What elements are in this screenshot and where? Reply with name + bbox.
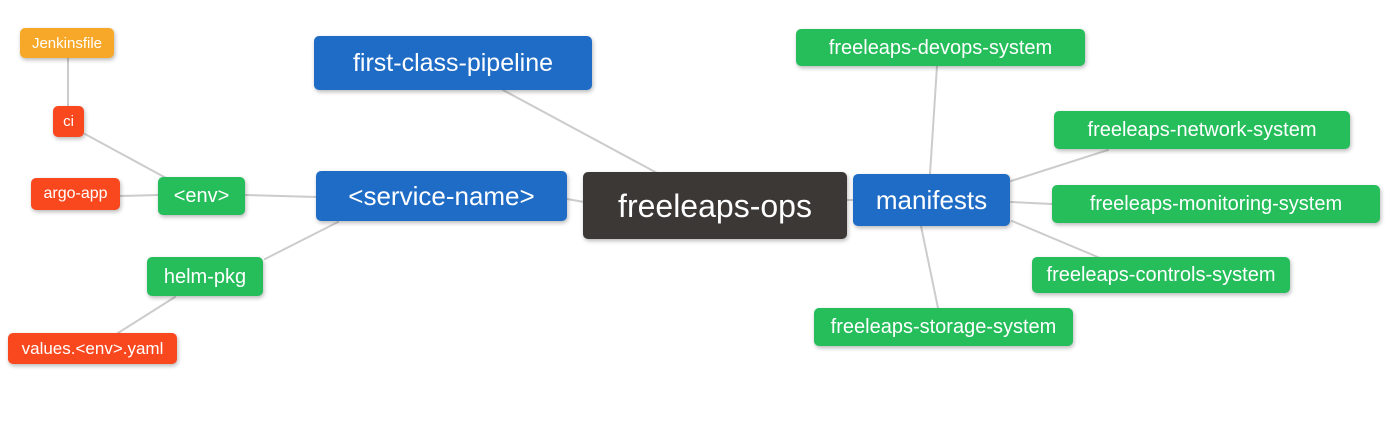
node-first-class-pipeline[interactable]: first-class-pipeline — [314, 36, 592, 90]
node-freeleaps-devops-system[interactable]: freeleaps-devops-system — [796, 29, 1085, 66]
node-freeleaps-network-system[interactable]: freeleaps-network-system — [1054, 111, 1350, 149]
node-freeleaps-monitoring-system[interactable]: freeleaps-monitoring-system — [1052, 185, 1380, 223]
node-jenkinsfile[interactable]: Jenkinsfile — [20, 28, 114, 58]
edge-env-service — [244, 194, 318, 198]
node-helm-pkg[interactable]: helm-pkg — [147, 257, 263, 296]
node-service-name[interactable]: <service-name> — [316, 171, 567, 221]
edge-values-helm-pkg — [117, 296, 176, 334]
edge-manifests-controls — [1011, 220, 1101, 259]
node-ci[interactable]: ci — [53, 106, 84, 137]
edge-ci-env — [84, 133, 167, 179]
edge-manifests-devops — [929, 65, 938, 175]
edge-manifests-network — [1010, 149, 1109, 182]
node-freeleaps-ops[interactable]: freeleaps-ops — [583, 172, 847, 239]
edge-manifests-monitoring — [1010, 201, 1053, 205]
edge-helm-pkg-service — [264, 221, 339, 260]
edge-pipeline-root — [502, 89, 658, 174]
edge-service-root — [566, 198, 585, 203]
node-values-env-yaml[interactable]: values.<env>.yaml — [8, 333, 177, 364]
node-env[interactable]: <env> — [158, 177, 245, 215]
node-freeleaps-controls-system[interactable]: freeleaps-controls-system — [1032, 257, 1290, 293]
node-argo-app[interactable]: argo-app — [31, 178, 120, 210]
edge-argo-app-env — [119, 194, 159, 197]
edge-manifests-storage — [920, 225, 939, 309]
node-freeleaps-storage-system[interactable]: freeleaps-storage-system — [814, 308, 1073, 346]
node-manifests[interactable]: manifests — [853, 174, 1010, 226]
